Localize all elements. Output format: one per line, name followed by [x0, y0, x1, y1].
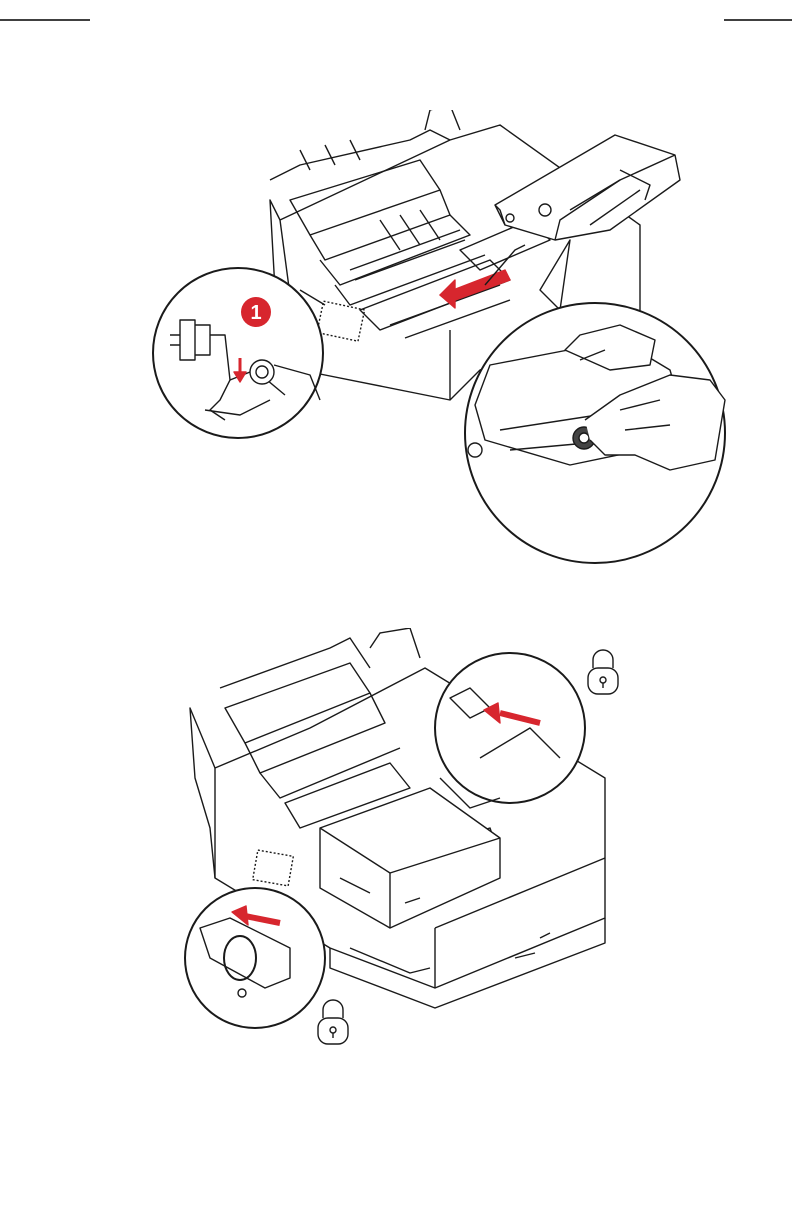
crop-marks [0, 0, 792, 40]
step-number-badge: 1 [241, 297, 271, 327]
install-belt-unit-illustration [170, 628, 640, 1068]
lever-detail-callout [153, 268, 325, 438]
step-number: 1 [250, 302, 261, 324]
lever-lock-detail-callout-bottom [185, 888, 325, 1028]
lock-icon [318, 1000, 348, 1044]
lock-icon [588, 650, 618, 694]
remove-belt-unit-illustration: 1 [150, 110, 740, 570]
